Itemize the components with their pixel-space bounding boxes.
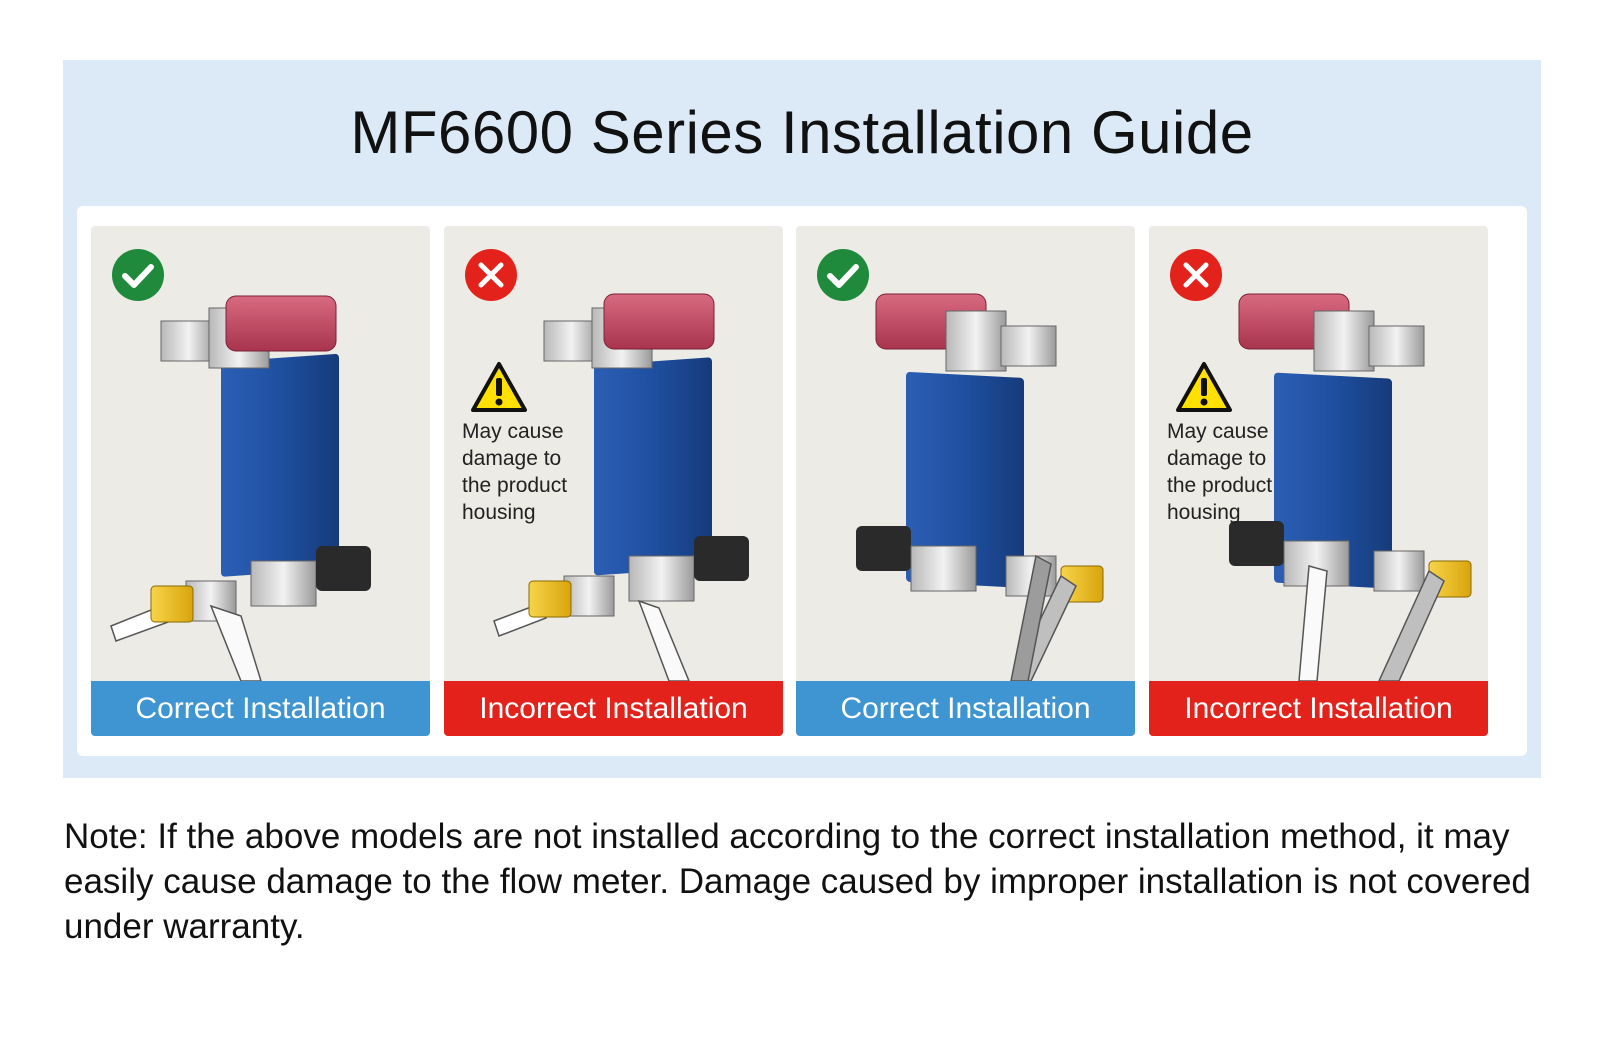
warning-icon (471, 362, 527, 412)
caption-correct-installation: Correct Installation (91, 681, 430, 736)
flow-meter-illustration (110, 295, 371, 681)
panel-incorrect-1: May cause damage to the product housing … (444, 226, 783, 736)
warning-text: May cause damage to the product housing (462, 420, 568, 524)
cross-icon (465, 249, 517, 301)
cross-icon (1170, 249, 1222, 301)
caption-correct-installation: Correct Installation (796, 681, 1135, 736)
guide-title: MF6600 Series Installation Guide (350, 99, 1254, 166)
guide-banner: MF6600 Series Installation Guide (63, 60, 1541, 778)
flow-meter-illustration (1229, 293, 1472, 681)
panel-board: Correct Installation (77, 206, 1527, 756)
warranty-note: Note: If the above models are not instal… (64, 817, 1531, 946)
flow-meter-illustration (856, 293, 1104, 681)
caption-incorrect-installation: Incorrect Installation (1149, 681, 1488, 736)
caption-incorrect-installation: Incorrect Installation (444, 681, 783, 736)
check-icon (112, 249, 164, 301)
check-icon (817, 249, 869, 301)
panel-correct-2: Correct Installation (796, 226, 1135, 736)
warning-text: May cause damage to the product housing (1167, 420, 1273, 524)
warning-icon (1176, 362, 1232, 412)
panel-correct-1: Correct Installation (91, 226, 430, 736)
panel-incorrect-2: May cause damage to the product housing … (1149, 226, 1488, 736)
flow-meter-illustration (493, 293, 749, 681)
